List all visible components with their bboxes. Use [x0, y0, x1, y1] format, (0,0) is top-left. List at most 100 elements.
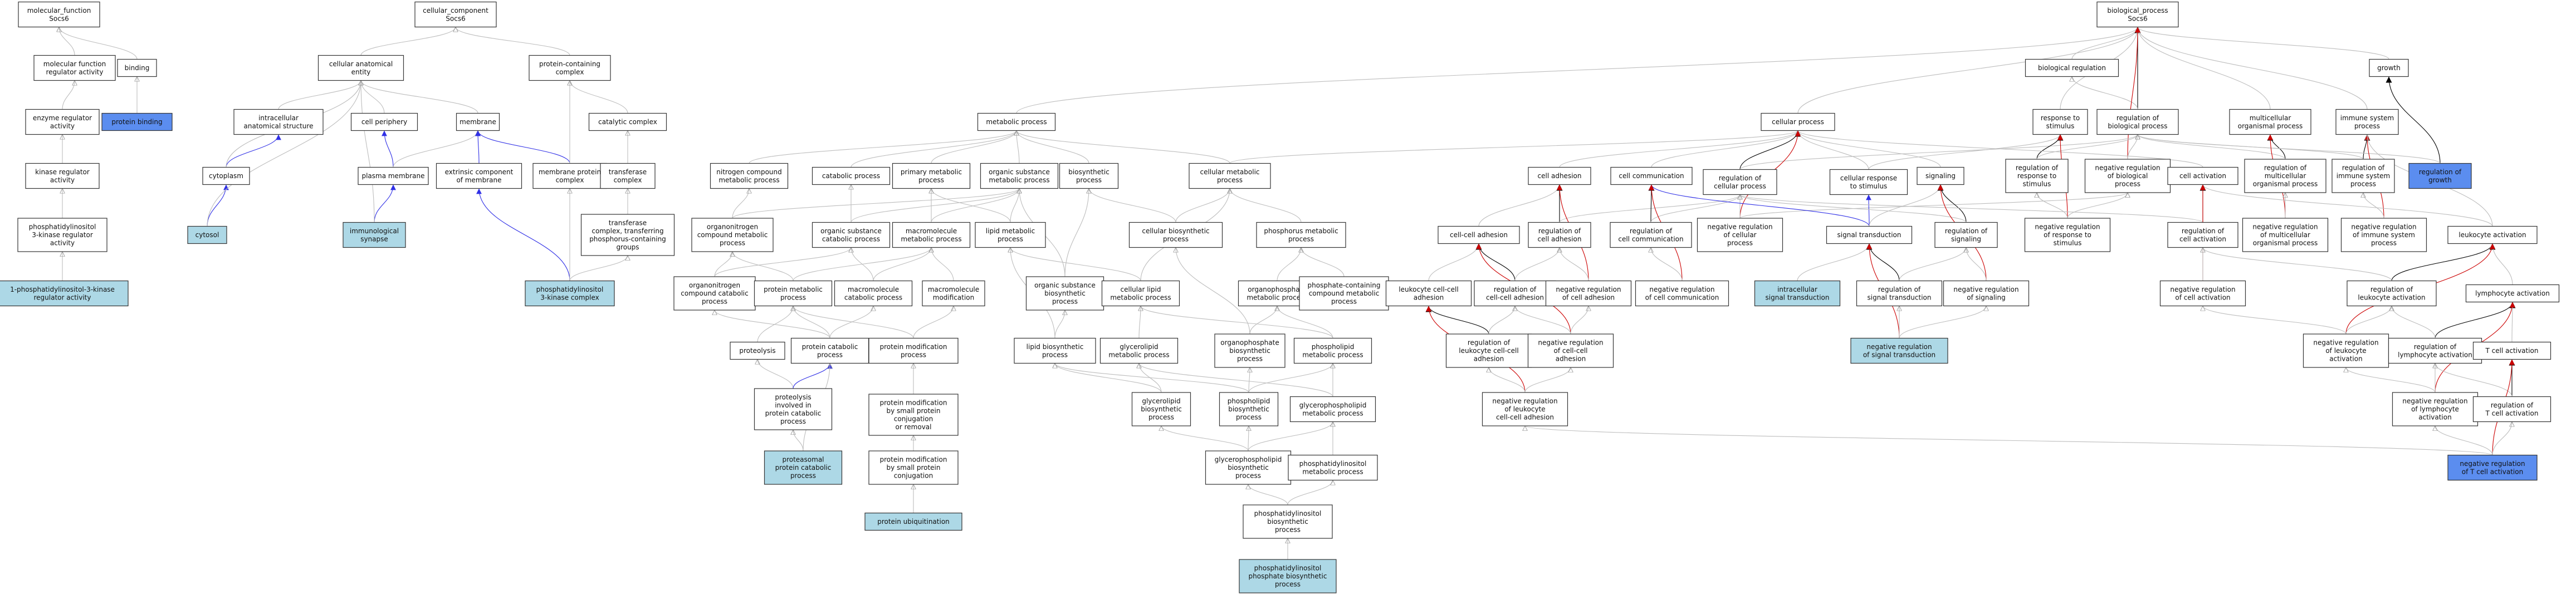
go-term-label-line: cell-cell adhesion	[1496, 413, 1554, 421]
go-term-label-line: regulation of	[2264, 164, 2307, 171]
go-term-label-line: regulation of	[2182, 227, 2225, 234]
go-term-label-line: cell periphery	[361, 118, 407, 126]
go-term-label-line: negative regulation	[2095, 164, 2160, 171]
go-term-label-line: process	[702, 297, 727, 305]
edge-positive	[1475, 243, 1516, 281]
go-term-box	[0, 280, 129, 307]
go-term-node: leukocyte activation	[2447, 225, 2538, 244]
go-term-label-line: cellular metabolic	[1200, 168, 1259, 175]
go-term-box	[2005, 159, 2069, 193]
edge-part-of	[207, 184, 229, 227]
go-term-label-line: conjugation	[894, 472, 933, 479]
edge-is-a	[1868, 134, 2060, 170]
edge-is-a	[1525, 425, 2493, 455]
go-term-label: cell-cell adhesion	[1450, 231, 1508, 239]
go-term-label-line: metabolic process	[1247, 293, 1307, 301]
edge-is-a	[361, 81, 375, 223]
edge-is-a	[715, 310, 830, 338]
edge-is-a	[1739, 192, 2128, 219]
go-term-label-line: process	[1217, 176, 1243, 184]
go-term-box	[2025, 58, 2119, 77]
go-term-label-line: of immune system	[2353, 231, 2415, 239]
go-term-box	[343, 222, 406, 248]
edge-is-a	[1010, 247, 1141, 281]
go-term-box	[1205, 450, 1292, 485]
go-term-label-line: process	[1076, 176, 1102, 184]
go-term-label-line: 3-kinase regulator	[32, 231, 93, 239]
go-term-label-line: groups	[616, 243, 639, 251]
go-term-box	[1934, 222, 1998, 248]
edge-is-a	[1161, 425, 1249, 451]
go-term-box	[1131, 392, 1191, 426]
go-term-box	[864, 512, 962, 531]
go-term-label-line: organic substance	[1034, 281, 1096, 289]
go-term-label-line: process	[1042, 351, 1068, 359]
go-term-label-line: conjugation	[894, 415, 933, 423]
go-term-label-line: plasma membrane	[361, 172, 424, 180]
go-term-label-line: protein catabolic	[765, 409, 822, 417]
go-term-box	[2096, 1, 2179, 28]
go-term-node: catabolic process	[812, 166, 891, 185]
go-term-box	[2340, 218, 2427, 252]
go-term-label-line: negative regulation	[2252, 223, 2318, 230]
go-term-box	[754, 388, 833, 430]
go-term-label-line: binding	[125, 64, 150, 72]
go-term-label-line: cellular response	[1840, 174, 1897, 181]
go-term-box	[2167, 222, 2238, 248]
edge-part-of	[475, 130, 570, 164]
go-term-box	[1754, 280, 1841, 307]
go-term-label-line: regulator activity	[34, 293, 91, 301]
go-term-label-line: of signal transduction	[1863, 351, 1935, 359]
go-term-label-line: regulation of	[2116, 114, 2159, 121]
go-term-label-line: regulation of	[2491, 401, 2534, 409]
go-term-label-line: cell-cell adhesion	[1450, 231, 1508, 239]
edge-is-a	[2138, 27, 2271, 110]
go-term-label-line: macromolecule	[848, 285, 899, 293]
go-term-label-line: of membrane	[456, 176, 501, 184]
go-term-label-line: regulation of	[1468, 338, 1511, 346]
go-term-label-line: negative regulation	[1492, 397, 1557, 405]
go-term-label-line: immunological	[350, 227, 399, 234]
go-term-label-line: complex, transferring	[592, 227, 663, 234]
go-term-label-line: transferase	[609, 219, 647, 227]
go-term-label-line: metabolic process	[989, 176, 1049, 184]
go-term-label-line: biosynthetic	[1228, 464, 1269, 472]
edge-positive	[1739, 130, 1801, 170]
go-term-label-line: process	[2354, 122, 2380, 130]
edge-is-a	[2138, 134, 2286, 160]
go-term-box	[1826, 225, 1913, 244]
go-term-box	[2335, 109, 2399, 135]
go-term-box	[1474, 280, 1556, 307]
edge-is-a	[1740, 194, 2203, 223]
go-term-label-line: process	[1237, 355, 1263, 362]
go-term-box	[2447, 454, 2538, 481]
